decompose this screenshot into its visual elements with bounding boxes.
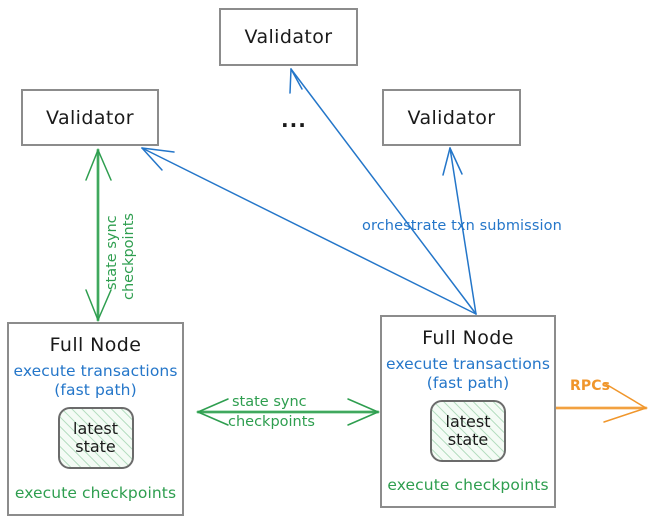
latest-state-right-line1: latest	[445, 411, 491, 431]
fullnode-left-blue-line2: (fast path)	[54, 381, 137, 400]
validators-ellipsis: ...	[281, 108, 307, 132]
validator-top-label: Validator	[244, 26, 333, 48]
fullnode-right-title: Full Node	[422, 327, 514, 349]
latest-state-right-line2: state	[447, 430, 489, 450]
state-sync-horizontal-label-line2: checkpoints	[228, 414, 315, 430]
fullnode-left-blue-text: execute transactions (fast path)	[13, 362, 177, 400]
latest-state-box-right: latest state	[430, 400, 506, 463]
rpcs-label: RPCs	[570, 378, 611, 394]
validator-box-right[interactable]: Validator	[382, 89, 521, 146]
fullnode-left-green-text: execute checkpoints	[14, 484, 177, 503]
validator-box-left[interactable]: Validator	[21, 89, 159, 146]
latest-state-box-left: latest state	[57, 407, 134, 470]
validator-box-top[interactable]: Validator	[219, 8, 358, 66]
state-sync-vertical-label-line2: checkpoints	[121, 213, 137, 300]
fullnode-box-right[interactable]: Full Node execute transactions (fast pat…	[380, 315, 556, 508]
latest-state-left-line1: latest	[73, 418, 118, 438]
fullnode-left-title: Full Node	[49, 334, 142, 356]
state-sync-horizontal-label-line1: state sync	[232, 394, 307, 410]
latest-state-left-line2: state	[75, 437, 116, 457]
fullnode-right-green-text: execute checkpoints	[387, 476, 549, 495]
fullnode-right-blue-text: execute transactions (fast path)	[386, 355, 550, 393]
fullnode-box-left[interactable]: Full Node execute transactions (fast pat…	[7, 322, 184, 516]
fullnode-left-blue-line1: execute transactions	[13, 362, 178, 380]
state-sync-vertical-label-line1: state sync	[104, 215, 120, 290]
validator-left-label: Validator	[46, 106, 134, 129]
fullnode-right-blue-line1: execute transactions	[385, 355, 551, 373]
validator-right-label: Validator	[407, 106, 496, 129]
fullnode-right-blue-line2: (fast path)	[426, 374, 510, 393]
orchestrate-txn-submission-label: orchestrate txn submission	[362, 218, 562, 234]
